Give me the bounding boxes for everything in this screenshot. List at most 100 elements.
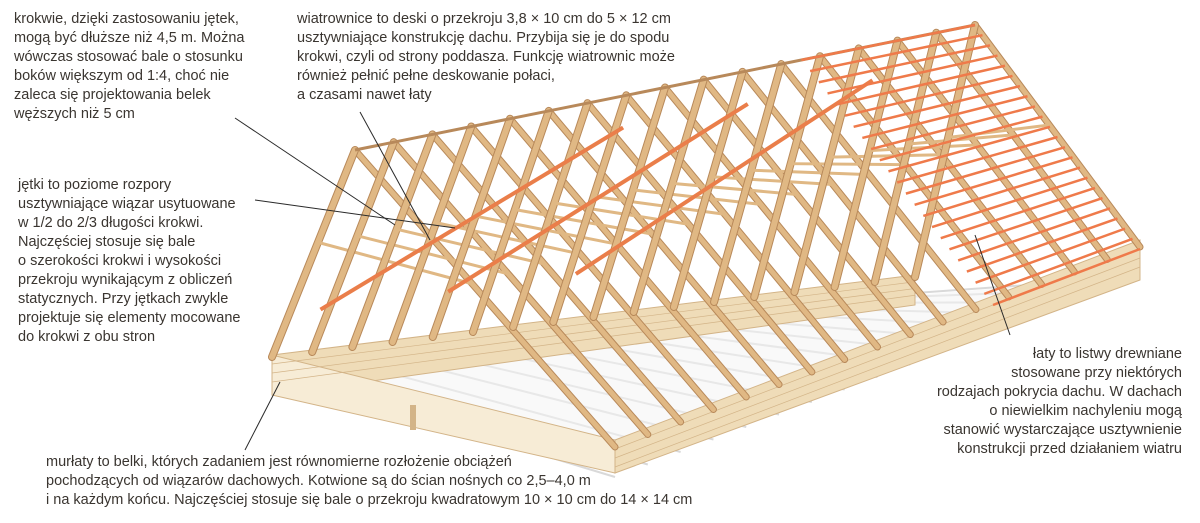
wind-brace (574, 78, 874, 276)
rafter-front (349, 131, 436, 350)
rafter-front (469, 107, 552, 335)
leader-line (234, 117, 396, 226)
caption-line: konstrukcji przed działaniem wiatru (957, 441, 1182, 457)
rafter-back (546, 108, 782, 387)
caption-line: o szerokości krokwi i wysokości (18, 253, 222, 269)
caption-line: usztywniające wiązar usytuowane (18, 196, 236, 212)
caption-line: usztywniające konstrukcję dachu. Przybij… (297, 30, 670, 46)
caption-line: stosowane przy niektórych (1011, 365, 1182, 381)
leader-line (254, 199, 456, 229)
wind-braces (319, 78, 874, 312)
caption-line: a czasami nawet łaty (297, 87, 432, 103)
roof-battens (801, 23, 1141, 307)
batten (983, 237, 1133, 296)
batten (975, 227, 1126, 284)
caption-line: wiatrownice to deski o przekroju 3,8 × 1… (297, 11, 671, 27)
rafter-front (269, 147, 358, 360)
batten (896, 135, 1058, 184)
caption-line: rodzajach pokrycia dachu. W dachach (936, 384, 1182, 400)
batten (957, 207, 1111, 262)
caption-line: w 1/2 do 2/3 długości krokwi. (18, 215, 204, 231)
caption-line: wówczas stosować bale o stosunku (14, 49, 243, 65)
rafter-back (662, 85, 880, 350)
rafter-front (590, 84, 668, 320)
caption-line: o niewielkim nachyleniu mogą (989, 403, 1182, 419)
rafter-front (630, 76, 707, 315)
batten (801, 23, 976, 62)
batten (835, 64, 1006, 106)
caption-line: krokwi, czyli od strony poddasza. Funkcj… (297, 49, 675, 65)
caption-krokwie: krokwie, dzięki zastosowaniu jętek, mogą… (14, 10, 245, 124)
leader-lines (234, 111, 1011, 451)
batten (879, 115, 1043, 162)
caption-line: statycznych. Przy jętkach zwykle (18, 291, 229, 307)
caption-line: boków większym od 1:4, choć nie (14, 68, 230, 84)
rafters (268, 21, 1144, 451)
batten (992, 247, 1141, 307)
rafter-back (972, 22, 1143, 250)
rafter-front (711, 61, 785, 305)
batten (949, 196, 1103, 251)
brick-course (614, 257, 1141, 459)
batten (827, 54, 998, 95)
batten (940, 186, 1096, 240)
batten (809, 33, 983, 73)
collar-tie (711, 175, 833, 187)
caption-line: krokwie, dzięki zastosowaniu jętek, (14, 11, 239, 27)
batten (966, 217, 1118, 273)
leader-line (244, 381, 281, 451)
batten (818, 44, 991, 84)
rafter-back (701, 77, 913, 337)
rafter-back (778, 61, 979, 312)
caption-laty: łaty to listwy drewniane stosowane przy … (937, 345, 1182, 459)
rafter-front (510, 100, 591, 330)
caption-line: zaleca się projektowania belek (14, 87, 211, 103)
rafter-front (831, 37, 901, 290)
batten (862, 95, 1028, 140)
rafter-back (507, 116, 749, 400)
caption-line: i na każdym końcu. Najczęściej stosuje s… (46, 492, 693, 508)
brick-course (614, 266, 1141, 468)
collar-tie (790, 162, 905, 167)
rafter-front (912, 22, 978, 280)
collar-tie (396, 227, 545, 266)
rafter-front (751, 53, 823, 300)
caption-line: stanowić wystarczające usztywnienie (943, 422, 1182, 438)
rafter-front (309, 139, 397, 355)
rafter-back (391, 139, 651, 437)
rafter-back (740, 69, 946, 325)
caption-jetki: jętki to poziome rozpory usztywniające w… (18, 176, 240, 347)
rafter-back (430, 131, 684, 425)
batten (870, 105, 1036, 151)
caption-line: Najczęściej stosuje się bale (18, 234, 196, 250)
batten (922, 166, 1081, 218)
collar-tie (947, 123, 1050, 139)
caption-murlaty: murłaty to belki, których zadaniem jest … (46, 453, 692, 510)
rafter-front (389, 123, 475, 345)
batten (853, 84, 1021, 129)
brick-course (271, 288, 916, 374)
batten (888, 125, 1051, 173)
batten (914, 156, 1073, 206)
collar-tie (356, 234, 509, 276)
caption-line: przekroju wynikającym z obliczeń (18, 272, 233, 288)
rafter-back (468, 124, 716, 412)
batten (905, 145, 1066, 195)
rafter-front (429, 115, 513, 340)
collar-tie (553, 201, 689, 226)
caption-line: mogą być dłuższe niż 4,5 m. Można (14, 30, 245, 46)
side-wall (271, 354, 616, 474)
batten (844, 74, 1013, 117)
wind-brace (319, 125, 625, 312)
batten (931, 176, 1088, 229)
caption-line: murłaty to belki, których zadaniem jest … (46, 454, 512, 470)
caption-line: łaty to listwy drewniane (1032, 346, 1182, 362)
collar-tie (750, 168, 869, 177)
post (410, 405, 416, 430)
caption-wiatrownice: wiatrownice to deski o przekroju 3,8 × 1… (297, 10, 675, 105)
collar-tie (829, 153, 942, 159)
caption-line: pochodzących od wiązarów dachowych. Kotw… (46, 473, 591, 489)
caption-line: jętki to poziome rozpory (18, 177, 172, 193)
rafter-back (585, 100, 815, 375)
